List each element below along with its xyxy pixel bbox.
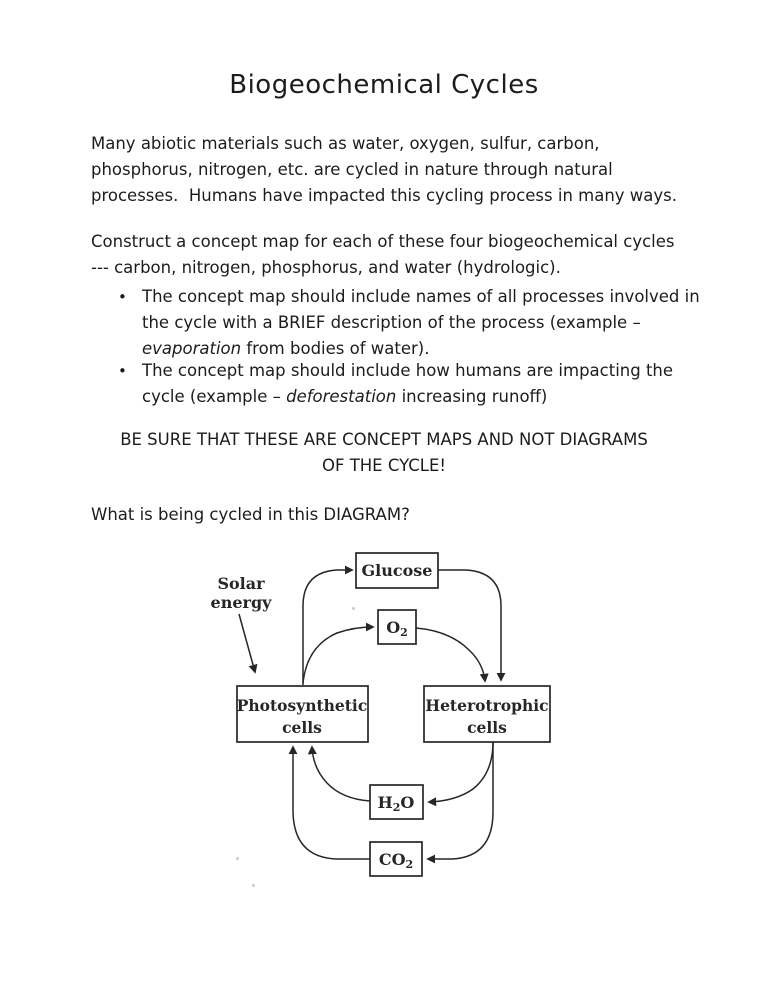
- notice-line: BE SURE THAT THESE ARE CONCEPT MAPS AND …: [120, 430, 648, 449]
- bullet-marker: •: [118, 288, 127, 306]
- photosynthetic-label-line2: cells: [282, 718, 322, 737]
- h2o-label: H2O: [378, 793, 415, 814]
- task-line: --- carbon, nitrogen, phosphorus, and wa…: [91, 258, 561, 277]
- diagram-question: What is being cycled in this DIAGRAM?: [91, 505, 410, 524]
- notice-line: OF THE CYCLE!: [321, 456, 447, 475]
- photo-to-glucose-arrow: [302, 565, 354, 685]
- bullet2-line-pre: cycle (example –: [142, 387, 287, 406]
- solar-energy-label-line2: energy: [211, 593, 273, 612]
- intro-paragraph: Many abiotic materials such as water, ox…: [91, 131, 677, 209]
- h2o-to-photo-arrow: [307, 745, 371, 802]
- bullet2-italic-term: deforestation: [286, 387, 397, 406]
- glucose-box: [355, 552, 439, 589]
- co2-label: CO2: [379, 850, 413, 871]
- glucose-label: Glucose: [362, 561, 433, 580]
- task-paragraph: Construct a concept map for each of thes…: [91, 229, 675, 281]
- bullet2-line-post: increasing runoff): [396, 387, 548, 406]
- photosynthetic-label-line1: Photosynthetic: [237, 696, 368, 715]
- bullet2-line: cycle (example – deforestation increasin…: [142, 384, 673, 410]
- o2-to-hetero-arrow: [415, 627, 489, 683]
- bullet-item-processes: • The concept map should include names o…: [118, 284, 700, 362]
- scan-speckle: [252, 884, 255, 887]
- photosynthetic-cells-box: [236, 685, 369, 743]
- heterotrophic-label-line1: Heterotrophic: [425, 696, 548, 715]
- hetero-to-h2o-arrow: [427, 741, 494, 807]
- heterotrophic-cells-box: [423, 685, 551, 743]
- scan-speckle: [236, 857, 239, 860]
- task-line: Construct a concept map for each of thes…: [91, 232, 675, 251]
- page-title: Biogeochemical Cycles: [229, 70, 539, 100]
- h2o-box: [369, 784, 424, 820]
- bullet-item-humans: • The concept map should include how hum…: [118, 358, 673, 410]
- hetero-to-co2-arrow: [426, 742, 494, 864]
- cycle-diagram: Solar energy Glucose O2 Photosynthetic c…: [211, 552, 551, 877]
- o2-label: O2: [386, 618, 408, 639]
- intro-line: Many abiotic materials such as water, ox…: [91, 134, 600, 153]
- photo-to-o2-arrow: [302, 622, 375, 684]
- co2-to-photo-arrow: [288, 745, 370, 860]
- co2-box: [369, 841, 423, 877]
- bullet1-line-rest: from bodies of water).: [241, 339, 430, 358]
- bullet1-line: evaporation from bodies of water).: [142, 336, 700, 362]
- scan-speckle: [352, 607, 355, 610]
- solar-energy-label-line1: Solar: [217, 574, 265, 593]
- solar-energy-arrow: [238, 613, 258, 674]
- bullet1-line: the cycle with a BRIEF description of th…: [142, 313, 641, 332]
- intro-line: processes. Humans have impacted this cyc…: [91, 186, 678, 205]
- bullet1-italic-term: evaporation: [142, 339, 242, 358]
- heterotrophic-label-line2: cells: [467, 718, 507, 737]
- o2-box: [377, 609, 417, 645]
- intro-line: phosphorus, nitrogen, etc. are cycled in…: [91, 160, 613, 179]
- glucose-to-hetero-arrow: [438, 569, 506, 682]
- bullet1-line: The concept map should include names of …: [142, 287, 700, 306]
- bullet2-line: The concept map should include how human…: [142, 361, 674, 380]
- bullet-marker: •: [118, 362, 127, 380]
- notice-text: BE SURE THAT THESE ARE CONCEPT MAPS AND …: [0, 427, 768, 479]
